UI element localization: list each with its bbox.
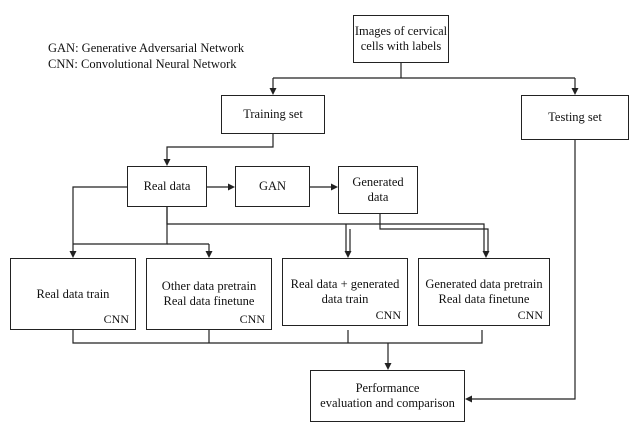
node-gan: GAN xyxy=(235,166,310,207)
arrow-to-generatedpretrain xyxy=(482,251,490,258)
cnn-tag: CNN xyxy=(517,308,543,322)
node-generated-data: Generated data xyxy=(338,166,418,214)
node-testing-set: Testing set xyxy=(521,95,629,140)
cnn-tag: CNN xyxy=(103,312,129,326)
node-images: Images of cervical cells with labels xyxy=(353,15,449,63)
arrow-testing-to-performance xyxy=(465,395,472,403)
edge-bus-lower xyxy=(379,214,489,252)
arrow-to-realgenerated xyxy=(344,251,352,258)
legend-cnn: CNN: Convolutional Neural Network xyxy=(48,57,237,71)
node-real-plus-generated-label: Real data + generated data train xyxy=(290,277,400,306)
edge-cnn4-bus xyxy=(388,330,483,344)
node-gan-label: GAN xyxy=(258,179,287,193)
node-testing-set-label: Testing set xyxy=(548,110,602,124)
legend-gan: GAN: Generative Adversarial Network xyxy=(48,41,245,55)
edge-realdata-other xyxy=(73,207,168,245)
edge-testing-performance xyxy=(472,140,576,400)
arrow-to-generated xyxy=(331,183,338,191)
node-real-data-train-label: Real data train xyxy=(36,286,110,301)
node-training-set-label: Training set xyxy=(243,107,303,121)
arrow-to-testing xyxy=(571,88,579,95)
edge-training-realdata xyxy=(166,134,274,160)
edge-cnn1-bus xyxy=(72,330,388,344)
node-performance: Performance evaluation and comparison xyxy=(310,370,465,422)
node-images-label: Images of cervical cells with labels xyxy=(354,24,448,53)
edge-bus-upper xyxy=(166,207,485,252)
arrow-to-gan xyxy=(228,183,235,191)
arrow-to-performance xyxy=(384,363,392,370)
node-generated-pretrain-label: Generated data pretrain Real data finetu… xyxy=(425,277,543,306)
arrow-to-realdata xyxy=(163,159,171,166)
arrow-to-otherpretrain xyxy=(205,251,213,258)
node-performance-label: Performance evaluation and comparison xyxy=(320,381,455,410)
node-generated-data-label: Generated data xyxy=(352,175,404,204)
cnn-tag: CNN xyxy=(239,312,265,326)
edge-realdata-left xyxy=(72,186,127,252)
node-real-plus-generated: Real data + generated data train CNN xyxy=(282,258,408,326)
node-real-data-label: Real data xyxy=(143,179,191,193)
node-real-data: Real data xyxy=(127,166,207,207)
node-other-pretrain: Other data pretrain Real data finetune C… xyxy=(146,258,272,330)
node-other-pretrain-label: Other data pretrain Real data finetune xyxy=(161,279,257,308)
node-real-data-train: Real data train CNN xyxy=(10,258,136,330)
arrow-to-realdatatrain xyxy=(69,251,77,258)
cnn-tag: CNN xyxy=(375,308,401,322)
node-training-set: Training set xyxy=(221,95,325,134)
node-generated-pretrain: Generated data pretrain Real data finetu… xyxy=(418,258,550,326)
arrow-to-training xyxy=(269,88,277,95)
